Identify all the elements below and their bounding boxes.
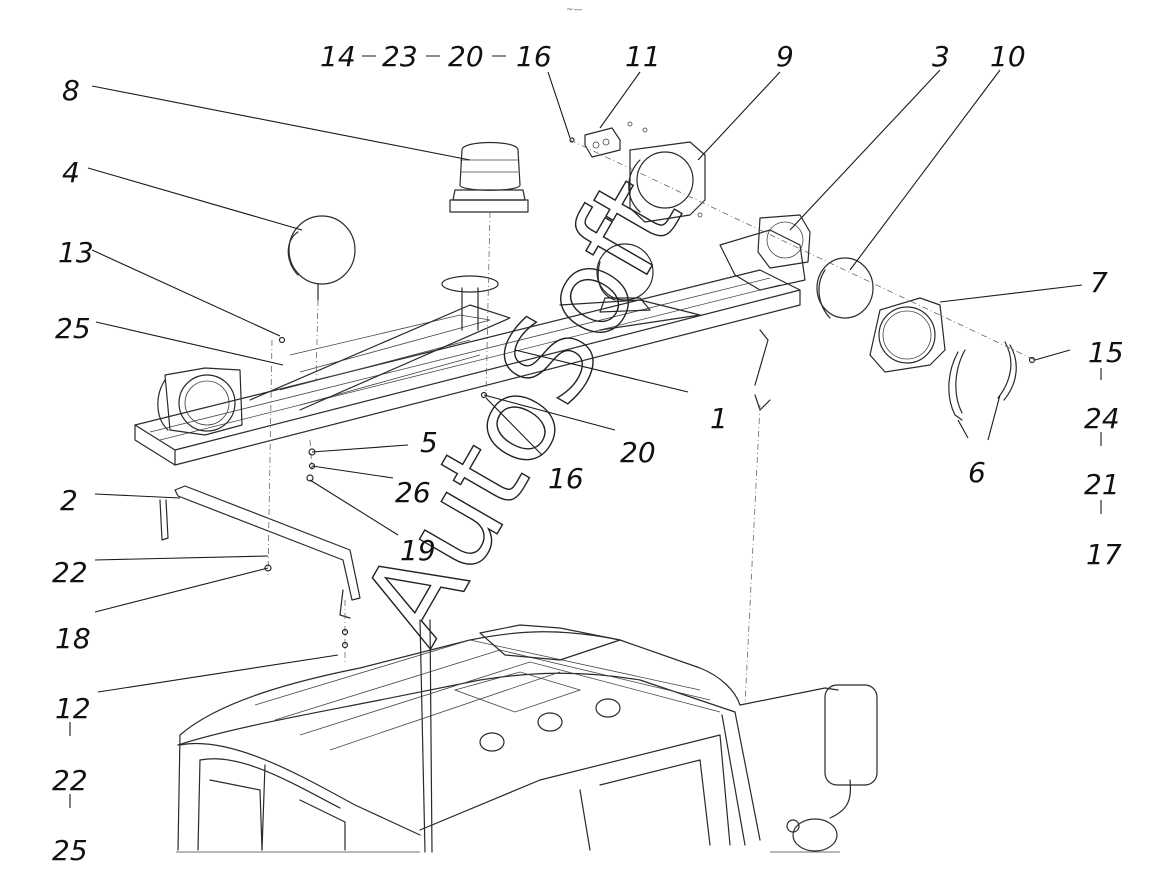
light-bar-beam: [134, 269, 801, 466]
top-mark: ~—: [566, 5, 583, 15]
beacon-8: [449, 141, 529, 213]
callout-7: 7: [1090, 266, 1108, 299]
callout-15: 15: [1088, 336, 1124, 369]
callout-20b: 20: [620, 436, 656, 469]
callout-22: 22: [52, 556, 88, 589]
callout-3: 3: [932, 40, 950, 73]
callout-16b: 16: [548, 462, 584, 495]
center-headlight: [596, 243, 654, 313]
callout-6: 6: [968, 456, 986, 489]
cab-drawing: [176, 619, 878, 853]
callout-2: 2: [60, 484, 78, 517]
right-bracket-on-beam: [719, 229, 806, 411]
bracket-2: [159, 485, 361, 619]
callout-14: 14: [320, 40, 356, 73]
callout-18: 18: [55, 622, 91, 655]
callout-1: 1: [710, 402, 728, 435]
callout-25b: 25: [52, 834, 88, 867]
callout-26: 26: [395, 476, 431, 509]
callout-21: 21: [1084, 468, 1120, 501]
switch-block-11: [569, 127, 621, 158]
callout-8: 8: [62, 74, 80, 107]
callout-12: 12: [55, 692, 91, 725]
callout-22b: 22: [52, 764, 88, 797]
callout-24: 24: [1084, 402, 1120, 435]
rim-7: [869, 297, 946, 373]
beacon-pole: [441, 275, 499, 331]
callout-19: 19: [400, 534, 436, 567]
leader-lines: [69, 55, 1102, 808]
callout-23: 23: [382, 40, 418, 73]
callout-17: 17: [1086, 538, 1122, 571]
headlight-9: [627, 121, 706, 223]
callout-16: 16: [516, 40, 552, 73]
left-headlight: [157, 367, 243, 436]
clamps-6: [948, 341, 1017, 421]
lens-10: [816, 257, 874, 319]
callout-9: 9: [776, 40, 794, 73]
callout-labels: 8 4 13 25 14 23 20 16 11 9 3 10 7 15 24 …: [52, 40, 1124, 867]
callout-5: 5: [420, 426, 438, 459]
callout-4: 4: [62, 156, 80, 189]
housing-3: [757, 214, 811, 269]
callout-11: 11: [625, 40, 661, 73]
callout-10: 10: [990, 40, 1026, 73]
callout-13: 13: [58, 236, 94, 269]
work-lamp-4: [287, 215, 356, 301]
callout-20: 20: [448, 40, 484, 73]
callout-25: 25: [55, 312, 91, 345]
